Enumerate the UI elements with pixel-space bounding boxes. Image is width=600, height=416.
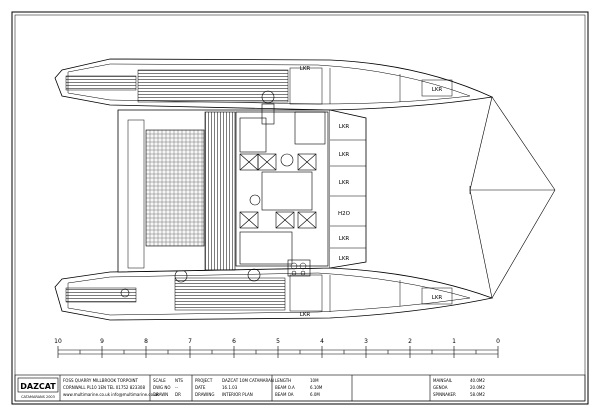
locker-label-cabin-4: LKR xyxy=(339,236,350,242)
cockpit-sole xyxy=(145,129,205,247)
galley-hob xyxy=(287,259,311,277)
scale-label: SCALE xyxy=(153,378,166,383)
address-line-3: www.multimarine.co.uk info@multimarine.c… xyxy=(63,392,160,397)
date-label: DATE xyxy=(195,385,206,390)
dwg-label: DWG NO xyxy=(153,385,171,390)
scale-tick-label: 1 xyxy=(452,338,456,345)
locker-label-stbd-hull: LKR xyxy=(300,312,311,318)
stowage-grid xyxy=(239,153,317,229)
saloon-floor xyxy=(204,111,236,271)
water-tank-label: H2O xyxy=(338,211,351,217)
scale-tick-label: 6 xyxy=(232,338,236,345)
scale-tick-label: 0 xyxy=(496,338,500,345)
locker-label-port-hull: LKR xyxy=(300,66,311,72)
locker-label-stbd-bow: LKR xyxy=(432,295,443,301)
scale-bar xyxy=(57,346,499,358)
spec-label-3: BEAM OA xyxy=(275,392,294,397)
sail-label-3: SPINNAKER xyxy=(433,392,456,397)
sail-label-1: MAINSAIL xyxy=(433,378,453,383)
locker-label-port-bow: LKR xyxy=(432,87,443,93)
locker-label-cabin-3: LKR xyxy=(339,180,350,186)
scale-tick-label: 8 xyxy=(144,338,148,345)
drawing-value: INTERIOR PLAN xyxy=(222,392,253,397)
dazcat-logo-sub: CATAMARANS 2003 xyxy=(21,395,55,399)
drawing-label: DRAWING xyxy=(195,392,214,397)
project-value: DAZCAT 10M CATAMARAN xyxy=(222,378,274,383)
spec-label-2: BEAM O.A xyxy=(275,385,295,390)
locker-label-cabin-1: LKR xyxy=(339,124,350,130)
locker-label-cabin-5: LKR xyxy=(339,256,350,262)
scale-tick-label: 10 xyxy=(54,338,62,345)
scale-tick-label: 7 xyxy=(188,338,192,345)
address-line-2: CORNWALL PL10 1EN TEL 01752 823308 xyxy=(63,385,145,390)
sail-value-3: 58.0M2 xyxy=(470,392,485,397)
sail-value-2: 20.0M2 xyxy=(470,385,485,390)
catamaran-plan xyxy=(54,58,556,321)
sail-value-1: 40.0M2 xyxy=(470,378,485,383)
spec-value-3: 6.0M xyxy=(310,392,320,397)
scale-value: NTS xyxy=(175,378,183,383)
title-block xyxy=(14,374,586,402)
address-line-1: FOSS QUARRY MILLBROOK TORPOINT xyxy=(63,378,139,383)
sail-label-2: GENOA xyxy=(433,385,448,390)
scale-tick-label: 9 xyxy=(100,338,104,345)
forward-cabin xyxy=(329,109,367,269)
drawn-value: DR xyxy=(175,392,181,397)
dwg-value: -- xyxy=(175,385,178,390)
dazcat-logo: DAZCAT xyxy=(20,382,56,391)
scale-tick-label: 5 xyxy=(276,338,280,345)
scale-tick-label: 4 xyxy=(320,338,324,345)
drawn-label: DRAWN xyxy=(153,392,168,397)
date-value: 16.1.03 xyxy=(222,385,238,390)
scale-tick-label: 3 xyxy=(364,338,368,345)
locker-label-cabin-2: LKR xyxy=(339,152,350,158)
project-label: PROJECT xyxy=(195,378,213,383)
spec-label-1: LENGTH xyxy=(275,378,291,383)
spec-value-2: 6.10M xyxy=(310,385,323,390)
trampoline-rigging xyxy=(469,96,556,299)
spec-value-1: 10M xyxy=(310,378,319,383)
scale-tick-label: 2 xyxy=(408,338,412,345)
